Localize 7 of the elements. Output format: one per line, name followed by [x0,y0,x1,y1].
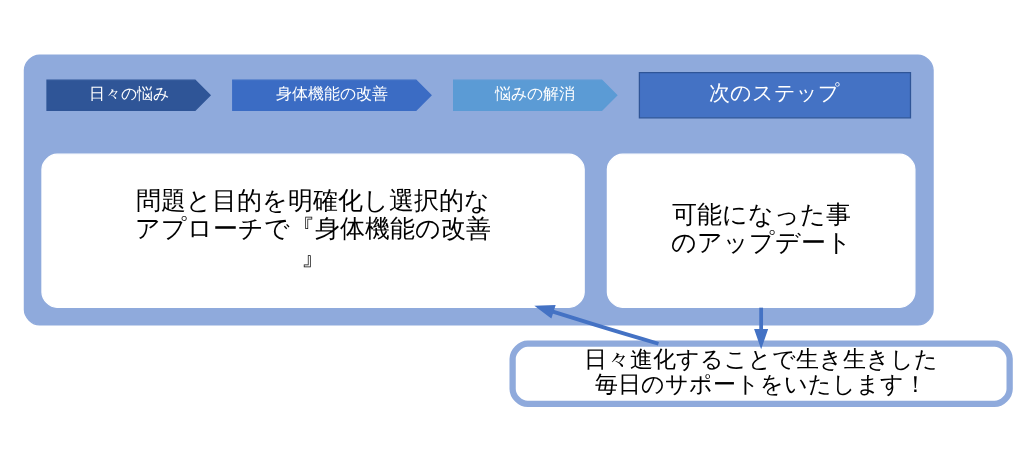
node-box: 問題と目的を明確化し選択的なアプローチで『身体機能の改善』 [41,153,585,308]
node-box: 日々進化することで生き生きした毎日のサポートをいたします！ [509,340,1013,408]
cluster [23,54,934,326]
arrow [754,307,769,350]
arrow [534,305,659,346]
node-box: 可能になった事のアップデート [606,153,916,308]
node-box: 次のステップ [638,72,912,119]
